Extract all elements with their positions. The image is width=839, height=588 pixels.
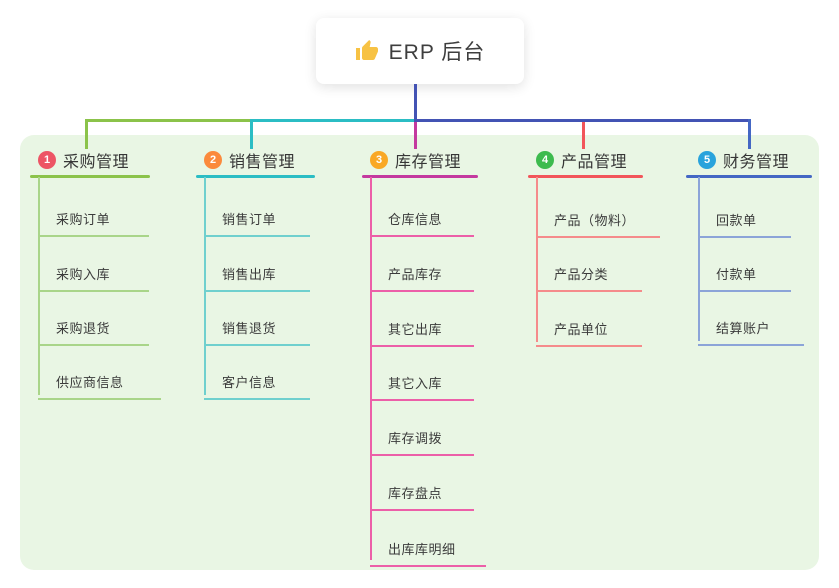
- node-label: 产品分类: [554, 267, 609, 282]
- branch-title-sales: 销售管理: [229, 154, 296, 171]
- node-label: 产品库存: [388, 267, 443, 282]
- node-purchase-inbound[interactable]: 采购入库: [38, 251, 149, 292]
- branch-node-sales[interactable]: 2 销售管理: [204, 148, 295, 172]
- node-purchase-return[interactable]: 采购退货: [38, 305, 149, 346]
- node-label: 采购退货: [56, 321, 111, 336]
- branch-title-purchase: 采购管理: [63, 154, 130, 171]
- node-label: 采购入库: [56, 267, 111, 282]
- node-sales-order[interactable]: 销售订单: [204, 196, 310, 237]
- branch-badge-3: 3: [370, 151, 388, 169]
- node-payment-bill[interactable]: 付款单: [698, 251, 791, 292]
- branch-trunk-2: [204, 177, 206, 395]
- node-customer-info[interactable]: 客户信息: [204, 359, 310, 400]
- branch-trunk-3: [370, 177, 372, 560]
- node-label: 库存调拨: [388, 431, 443, 446]
- connector-drop-branch5: [748, 119, 751, 149]
- connector-bus-branch1: [85, 119, 253, 122]
- node-label: 产品（物料）: [554, 213, 636, 228]
- node-receipt-bill[interactable]: 回款单: [698, 197, 791, 238]
- node-product-unit[interactable]: 产品单位: [536, 306, 642, 347]
- node-product-stock[interactable]: 产品库存: [370, 251, 474, 292]
- mindmap-background-panel: [20, 135, 819, 570]
- branch-node-purchase[interactable]: 1 采购管理: [38, 148, 129, 172]
- branch-node-inventory[interactable]: 3 库存管理: [370, 148, 461, 172]
- node-inout-detail[interactable]: 出库库明细: [370, 526, 486, 567]
- node-label: 销售退货: [222, 321, 277, 336]
- node-label: 客户信息: [222, 375, 277, 390]
- node-label: 其它出库: [388, 322, 443, 337]
- branch-underline-1: [30, 175, 150, 178]
- node-label: 结算账户: [716, 321, 771, 336]
- branch-underline-5: [686, 175, 812, 178]
- branch-title-inventory: 库存管理: [395, 154, 462, 171]
- branch-badge-2: 2: [204, 151, 222, 169]
- node-product-category[interactable]: 产品分类: [536, 251, 642, 292]
- branch-underline-2: [196, 175, 315, 178]
- node-label: 供应商信息: [56, 375, 124, 390]
- node-other-inbound[interactable]: 其它入库: [370, 360, 474, 401]
- branch-node-finance[interactable]: 5 财务管理: [698, 148, 789, 172]
- thumbs-up-icon: [355, 40, 378, 60]
- branch-title-finance: 财务管理: [723, 154, 790, 171]
- branch-title-product: 产品管理: [561, 154, 628, 171]
- node-label: 采购订单: [56, 212, 111, 227]
- branch-node-product[interactable]: 4 产品管理: [536, 148, 627, 172]
- node-stock-transfer[interactable]: 库存调拨: [370, 415, 474, 456]
- node-label: 销售订单: [222, 212, 277, 227]
- branch-badge-5: 5: [698, 151, 716, 169]
- node-label: 付款单: [716, 267, 757, 282]
- node-label: 产品单位: [554, 322, 609, 337]
- node-supplier-info[interactable]: 供应商信息: [38, 359, 161, 400]
- root-node-label: ERP 后台: [388, 41, 486, 64]
- connector-bus-branch5: [414, 119, 751, 122]
- node-purchase-order[interactable]: 采购订单: [38, 196, 149, 237]
- node-label: 库存盘点: [388, 486, 443, 501]
- branch-badge-4: 4: [536, 151, 554, 169]
- connector-drop-branch3: [414, 122, 417, 149]
- connector-bus-branch2: [253, 119, 414, 122]
- node-label: 销售出库: [222, 267, 277, 282]
- branch-underline-3: [362, 175, 478, 178]
- node-sales-return[interactable]: 销售退货: [204, 305, 310, 346]
- node-warehouse-info[interactable]: 仓库信息: [370, 196, 474, 237]
- branch-trunk-1: [38, 177, 40, 395]
- connector-drop-branch1: [85, 119, 88, 149]
- node-label: 其它入库: [388, 376, 443, 391]
- branch-underline-4: [528, 175, 643, 178]
- branch-trunk-5: [698, 177, 700, 341]
- node-settlement-account[interactable]: 结算账户: [698, 305, 804, 346]
- node-label: 出库库明细: [388, 542, 456, 557]
- node-label: 回款单: [716, 213, 757, 228]
- root-node[interactable]: ERP 后台: [316, 18, 524, 84]
- node-product-material[interactable]: 产品（物料）: [536, 197, 660, 238]
- connector-drop-branch4: [582, 122, 585, 149]
- node-other-outbound[interactable]: 其它出库: [370, 306, 474, 347]
- branch-badge-1: 1: [38, 151, 56, 169]
- node-stock-taking[interactable]: 库存盘点: [370, 470, 474, 511]
- connector-root-drop: [414, 84, 417, 120]
- node-label: 仓库信息: [388, 212, 443, 227]
- node-sales-outbound[interactable]: 销售出库: [204, 251, 310, 292]
- connector-drop-branch2: [250, 119, 253, 149]
- branch-trunk-4: [536, 177, 538, 342]
